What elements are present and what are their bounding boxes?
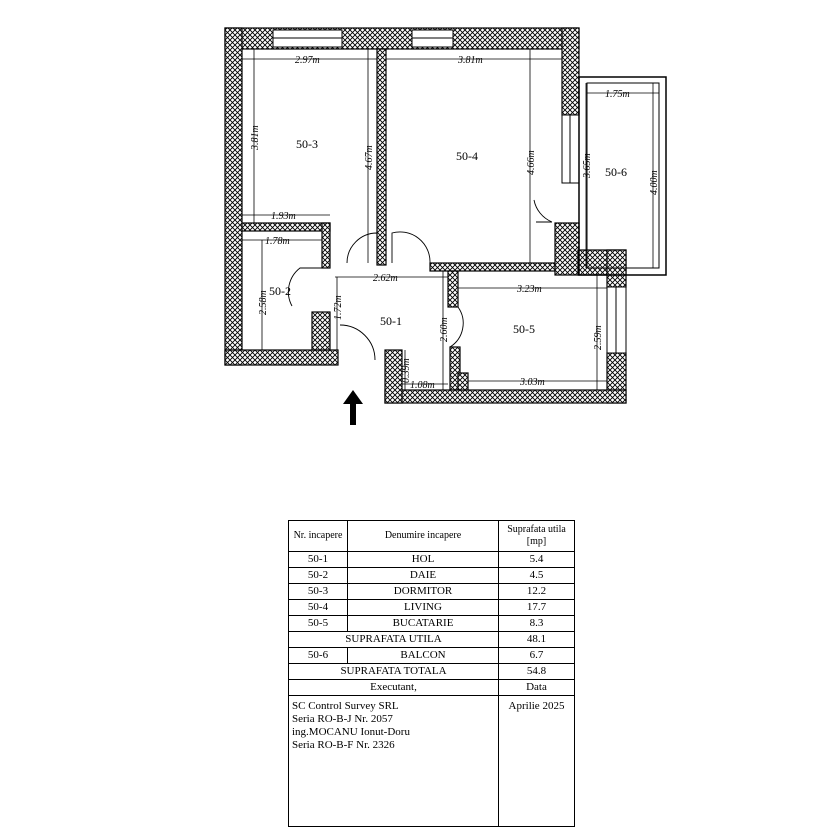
cell-area: 12.2 (498, 583, 575, 600)
room-label: 50-1 (380, 314, 402, 328)
room-label: 50-2 (269, 284, 291, 298)
dim-label: 3.23m (516, 284, 542, 295)
cell-area: 17.7 (498, 599, 575, 616)
header-area: Suprafata utila [mp] (498, 520, 575, 552)
balcony-outline (578, 76, 667, 276)
area-table: Nr. incapere Denumire incapere Suprafata… (288, 520, 575, 827)
date-label: Data (498, 679, 575, 696)
dim-label: 3.81m (457, 55, 483, 66)
executant-row: SC Control Survey SRL Seria RO-B-J Nr. 2… (288, 695, 575, 827)
executant-line: SC Control Survey SRL (292, 700, 399, 712)
cell-name: HOL (347, 551, 499, 568)
cell-area: 4.5 (498, 567, 575, 584)
useful-area-value: 48.1 (498, 631, 575, 648)
room-labels: 50-1 50-2 50-3 50-4 50-5 50-6 (269, 137, 627, 336)
date-value: Aprilie 2025 (498, 695, 575, 827)
dimension-labels: 2.97m 3.81m 1.75m 3.81m 4.67m 4.66m 3.65… (250, 55, 660, 391)
dim-label: 1.78m (265, 236, 290, 247)
executant-line: Seria RO-B-F Nr. 2326 (292, 739, 395, 751)
dim-label: 1.75m (605, 89, 630, 100)
executant-info: SC Control Survey SRL Seria RO-B-J Nr. 2… (288, 695, 499, 827)
dim-label: 2.58m (258, 290, 269, 315)
doors (287, 199, 553, 361)
cell-name: DORMITOR (347, 583, 499, 600)
cell-nr: 50-6 (288, 647, 348, 664)
cell-nr: 50-2 (288, 567, 348, 584)
executant-line: Seria RO-B-J Nr. 2057 (292, 713, 393, 725)
dim-label: 4.67m (364, 145, 375, 170)
cell-nr: 50-5 (288, 615, 348, 632)
room-label: 50-5 (513, 322, 535, 336)
cell-name: BUCATARIE (347, 615, 499, 632)
dim-label: 2.59m (593, 325, 604, 350)
dim-label: 1.93m (271, 211, 296, 222)
cell-nr: 50-4 (288, 599, 348, 616)
cell-area: 5.4 (498, 551, 575, 568)
header-nr: Nr. incapere (288, 520, 348, 552)
windows (272, 29, 627, 354)
cell-name: DAIE (347, 567, 499, 584)
total-area-label: SUPRAFATA TOTALA (288, 663, 499, 680)
cell-name: LIVING (347, 599, 499, 616)
room-label: 50-4 (456, 149, 478, 163)
dim-label: 1.72m (333, 295, 344, 320)
room-label: 50-6 (605, 165, 627, 179)
walls (224, 27, 627, 404)
cell-area: 6.7 (498, 647, 575, 664)
dimension-lines (242, 49, 659, 390)
dim-label: 2.97m (295, 55, 320, 66)
executant-header-row: Executant,Data (288, 679, 575, 696)
cell-name: BALCON (347, 647, 499, 664)
cell-nr: 50-3 (288, 583, 348, 600)
dim-label: 2.62m (373, 273, 398, 284)
useful-area-label: SUPRAFATA UTILA (288, 631, 499, 648)
dim-label: 3.65m (582, 153, 593, 179)
room-label: 50-3 (296, 137, 318, 151)
total-area-value: 54.8 (498, 663, 575, 680)
date-text: Aprilie 2025 (508, 700, 565, 712)
header-name: Denumire incapere (347, 520, 499, 552)
dim-label: 4.66m (526, 150, 537, 175)
dim-label: 2.60m (439, 317, 450, 342)
cell-nr: 50-1 (288, 551, 348, 568)
dim-label: 0.39m (401, 358, 412, 383)
executant-label: Executant, (288, 679, 499, 696)
arrow-up-icon (343, 390, 363, 425)
dim-label: 4.00m (649, 170, 660, 195)
cell-area: 8.3 (498, 615, 575, 632)
dim-label: 3.03m (519, 377, 545, 388)
dim-label: 3.81m (250, 125, 261, 151)
executant-line: ing.MOCANU Ionut-Doru (292, 726, 410, 738)
dim-label: 1.08m (410, 380, 435, 391)
